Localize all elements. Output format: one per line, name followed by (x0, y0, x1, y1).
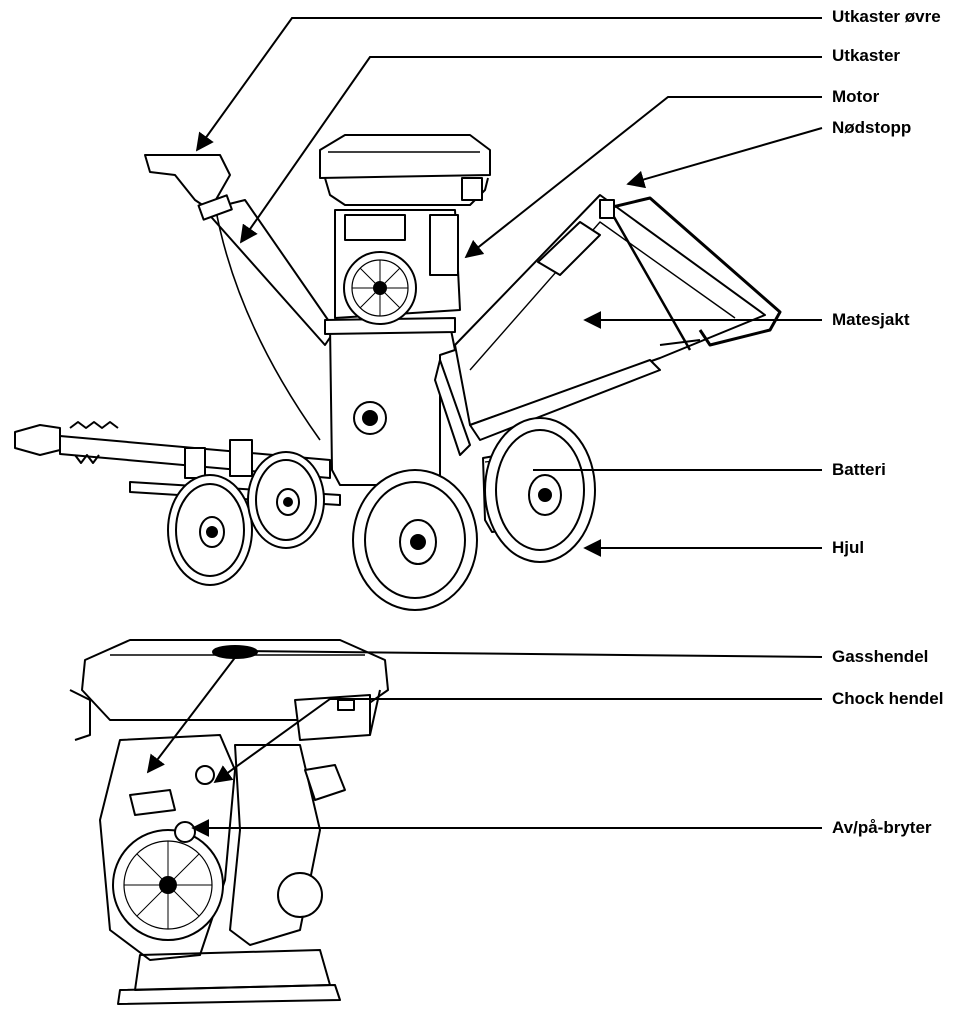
main-housing (324, 317, 471, 486)
label-battery: Batteri (832, 460, 886, 479)
label-choke-lever: Chock hendel (832, 689, 944, 708)
label-engine: Motor (832, 87, 880, 106)
leader-emergency-stop (626, 127, 823, 189)
leader-throttle-lever (146, 649, 823, 774)
label-discharge: Utkaster (832, 46, 901, 65)
engine (319, 134, 491, 325)
leader-discharge (239, 56, 822, 244)
discharge-chute (144, 154, 336, 441)
wood-chipper-illustration (14, 134, 782, 611)
feed-chute (454, 194, 782, 441)
leader-choke-lever (213, 698, 822, 784)
small-wheels (167, 451, 325, 586)
leader-engine (464, 96, 822, 259)
label-on-off-switch: Av/på-bryter (832, 818, 932, 837)
label-throttle-lever: Gasshendel (832, 647, 929, 666)
leader-lines (146, 17, 823, 837)
engine-detail-illustration (69, 639, 389, 1005)
label-wheel: Hjul (832, 538, 865, 557)
label-feed-chute: Matesjakt (832, 310, 910, 329)
leader-discharge-upper (195, 17, 822, 152)
large-wheels (352, 417, 596, 611)
label-discharge-upper: Utkaster øvre (832, 7, 941, 26)
label-emergency-stop: Nødstopp (832, 118, 912, 137)
